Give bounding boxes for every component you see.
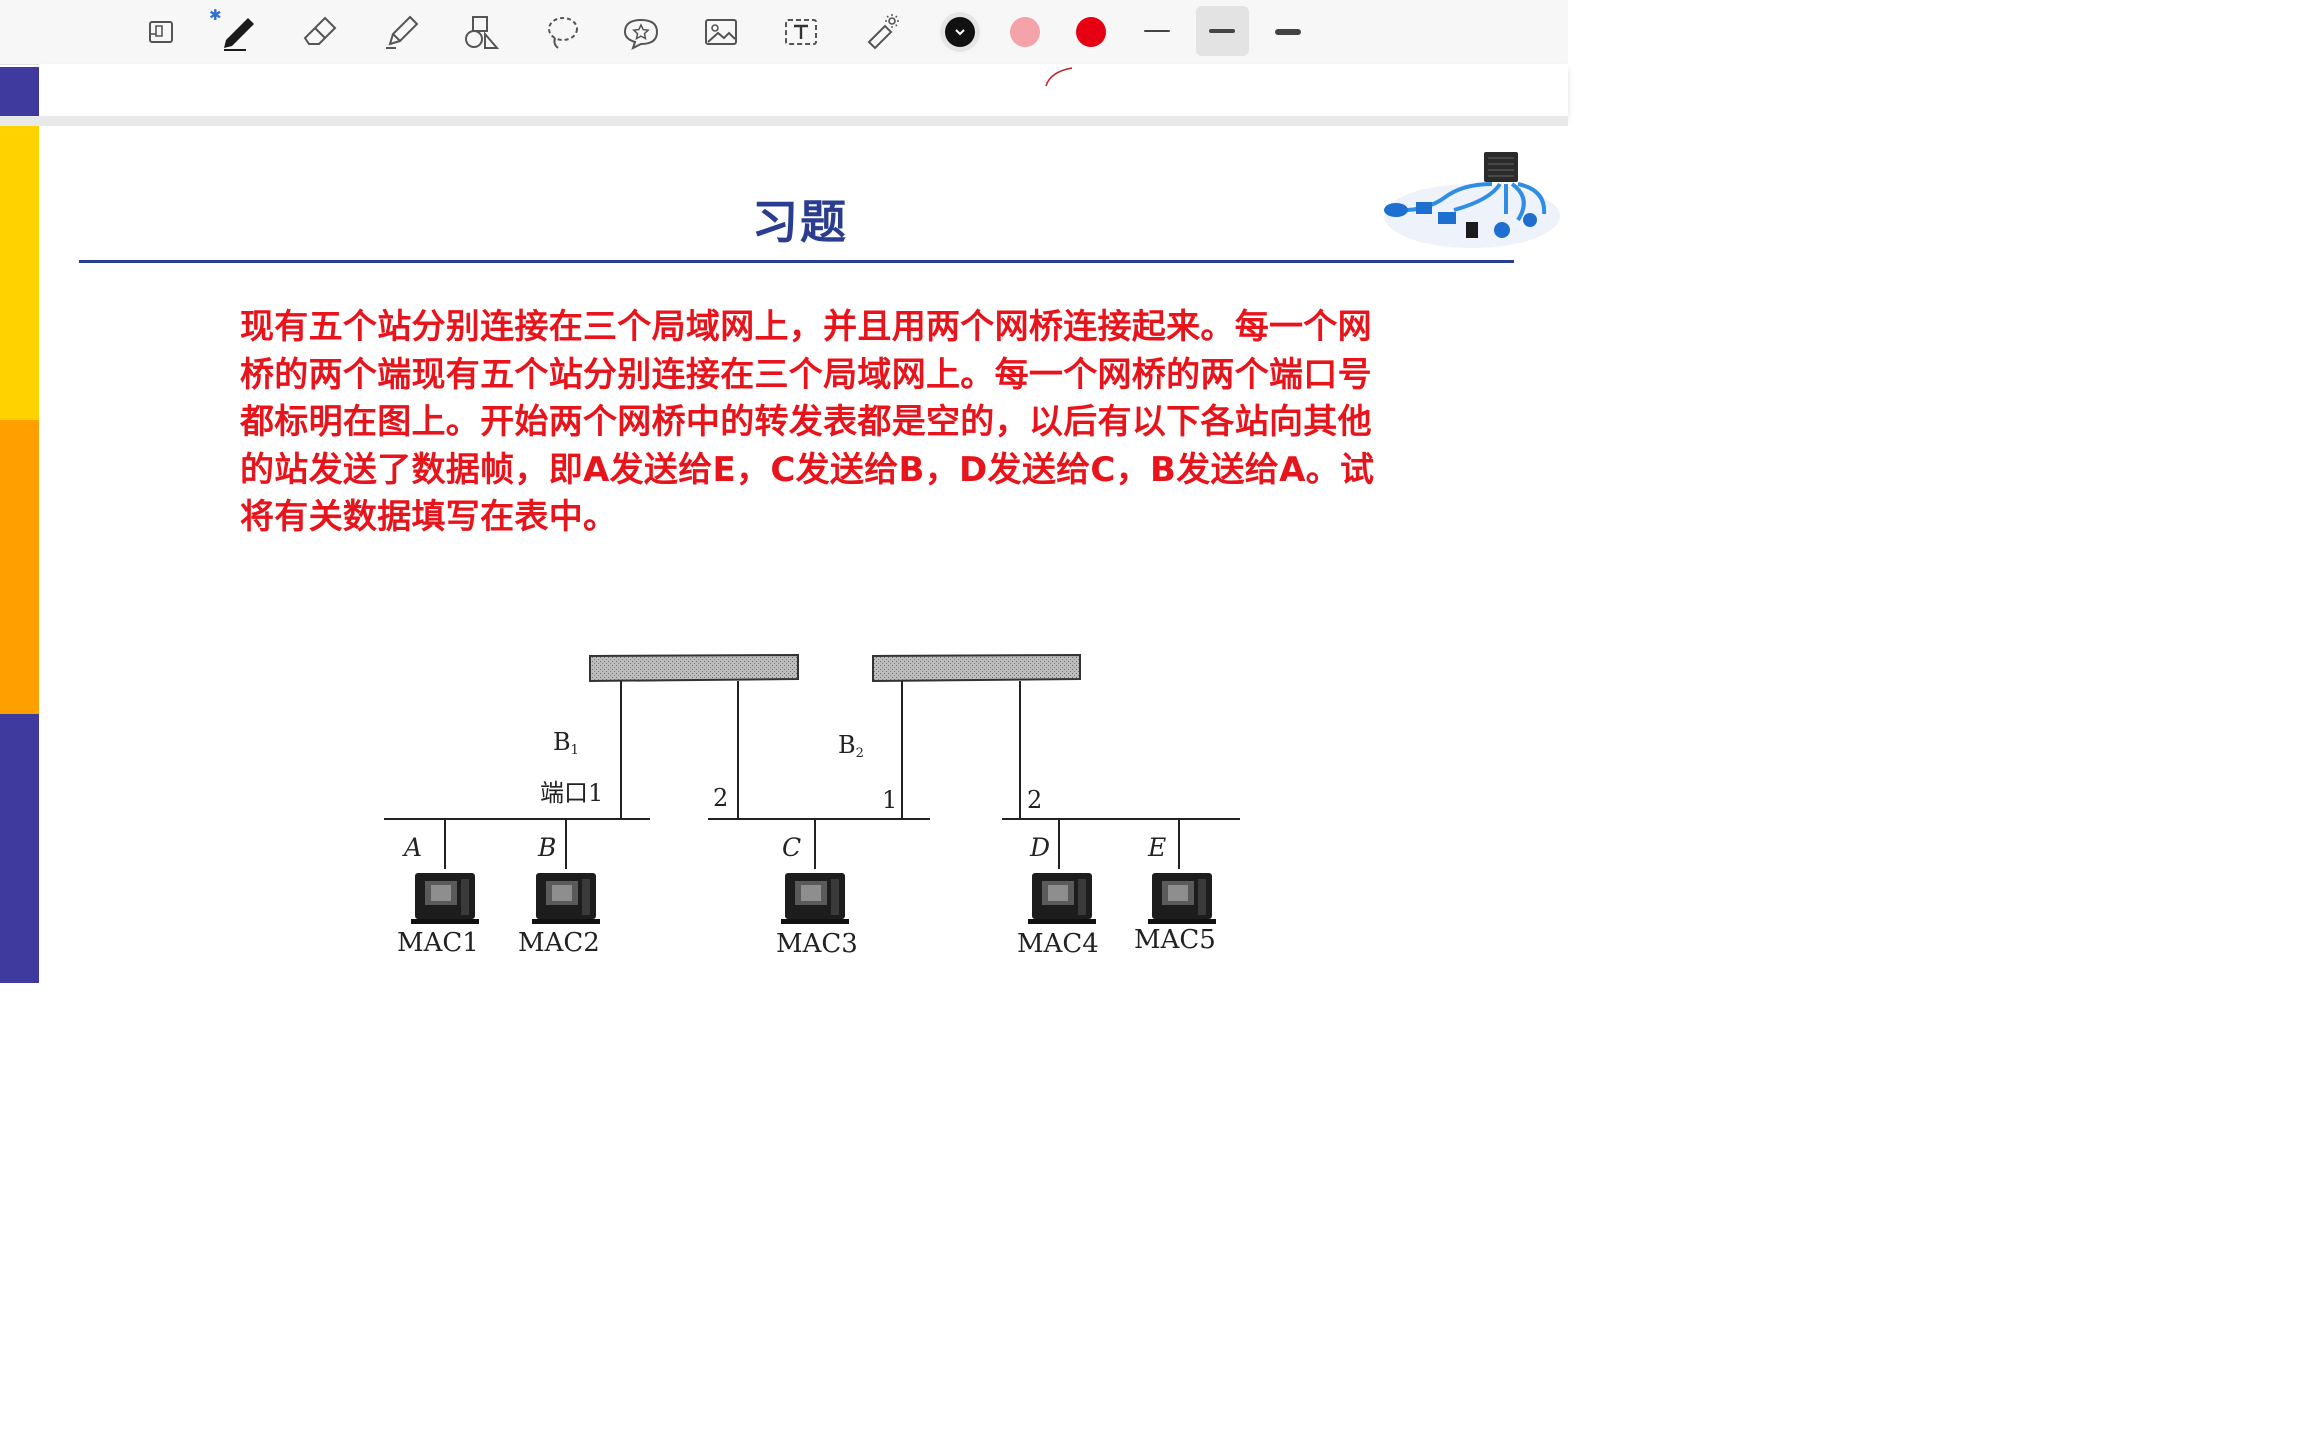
side-stripe-navy-top	[0, 67, 39, 116]
station-d-letter: D	[1029, 833, 1050, 862]
station-e-mac: MAC5	[1134, 925, 1216, 955]
laser-pointer-icon	[867, 14, 899, 50]
bridge-b1-label: B1	[553, 728, 579, 758]
highlighter-icon	[386, 15, 419, 49]
previous-slide-edge	[39, 64, 1568, 116]
side-stripe-yellow	[0, 126, 39, 420]
sticker-icon	[623, 18, 659, 50]
b2-port1-label: 1	[882, 786, 897, 814]
laser-pointer-button[interactable]	[857, 8, 905, 56]
page-layout-button[interactable]	[137, 8, 185, 56]
network-illustration-icon	[1384, 152, 1560, 248]
image-button[interactable]	[697, 8, 745, 56]
b2-port2-label: 2	[1027, 786, 1042, 814]
color-swatch-black-selected-ring[interactable]	[940, 12, 980, 52]
image-icon	[705, 19, 737, 45]
station-c-computer-icon	[781, 873, 849, 924]
color-swatch-red[interactable]	[1076, 17, 1106, 47]
highlighter-button[interactable]	[378, 8, 426, 56]
stroke-thick-button[interactable]	[1264, 8, 1312, 56]
stroke-medium-icon	[1209, 29, 1235, 33]
station-a-mac: MAC1	[397, 928, 479, 958]
station-a-computer-icon	[411, 873, 479, 924]
color-swatch-black[interactable]	[945, 17, 975, 47]
eraser-icon	[303, 16, 337, 45]
shapes-icon	[465, 16, 500, 49]
side-stripe-orange	[0, 420, 39, 714]
color-swatch-pink[interactable]	[1010, 17, 1040, 47]
bridge-network-diagram: B1 B2 端口1 2 1 2 A B C D E	[384, 653, 1240, 959]
lasso-button[interactable]	[538, 8, 586, 56]
text-button[interactable]	[777, 8, 825, 56]
sticker-button[interactable]	[617, 8, 665, 56]
station-c-letter: C	[782, 833, 801, 862]
station-d-mac: MAC4	[1017, 929, 1099, 959]
slide-title: 习题	[752, 195, 848, 249]
bridge-b2	[872, 653, 1081, 683]
red-ink-annotation	[1045, 67, 1073, 87]
b1-port2-label: 2	[713, 784, 728, 812]
chevron-down-icon	[955, 29, 965, 36]
station-b-letter: B	[537, 833, 556, 862]
station-b-mac: MAC2	[518, 928, 600, 958]
pen-button[interactable]	[214, 8, 262, 56]
station-d-computer-icon	[1028, 873, 1096, 924]
slide: 习题 现有五个站分别连接在三个局域网上，并且用两个网桥连接起来。每一个网桥的两个…	[0, 64, 1568, 983]
stroke-thin-icon	[1144, 30, 1170, 32]
lasso-icon	[548, 17, 578, 49]
b1-port1-label: 端口1	[540, 779, 603, 807]
station-e-letter: E	[1147, 833, 1166, 862]
station-c-mac: MAC3	[776, 929, 858, 959]
bluetooth-icon: ✱	[209, 6, 222, 24]
shapes-button[interactable]	[457, 8, 505, 56]
eraser-button[interactable]	[297, 8, 345, 56]
station-b-computer-icon	[532, 873, 600, 924]
slide-separator	[0, 116, 1568, 126]
page-layout-icon	[149, 21, 173, 43]
side-stripe-navy	[0, 714, 39, 983]
station-a-letter: A	[402, 833, 422, 862]
bridge-b1	[589, 653, 799, 683]
stroke-medium-button[interactable]	[1196, 6, 1249, 56]
stroke-thick-icon	[1275, 29, 1301, 35]
bridge-b2-label: B2	[838, 731, 864, 761]
station-e-computer-icon	[1148, 873, 1216, 924]
text-icon	[785, 19, 817, 45]
annotation-toolbar: ✱	[0, 0, 1568, 65]
title-underline	[79, 260, 1514, 263]
problem-statement: 现有五个站分别连接在三个局域网上，并且用两个网桥连接起来。每一个网桥的两个端现有…	[240, 307, 1375, 537]
stroke-thin-button[interactable]	[1133, 8, 1181, 56]
pen-icon	[224, 18, 254, 51]
